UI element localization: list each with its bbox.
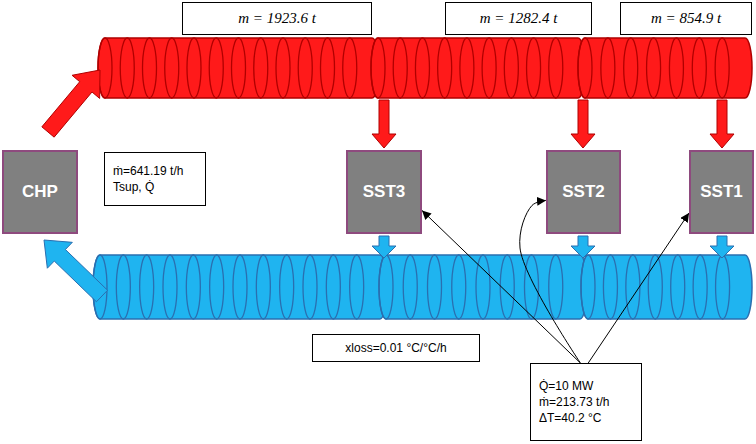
pipe-ring	[527, 38, 541, 98]
pipe-ring	[120, 38, 134, 98]
loss-label-box: xloss=0.01 °C/°C/h	[312, 334, 480, 362]
pipe-ring	[371, 38, 385, 98]
mass-label-box: m = 854.9 t	[620, 2, 752, 35]
pipe-ring	[428, 255, 442, 319]
pipe-ring	[452, 255, 466, 319]
substation-box: SST2	[546, 150, 621, 234]
pipe-ring	[692, 38, 706, 98]
pipe-body	[581, 255, 752, 319]
pipe-body	[578, 38, 752, 98]
pipe-ring	[403, 255, 417, 319]
supply-flow-arrow	[372, 100, 396, 148]
pipe-ring	[482, 38, 496, 98]
pipe-ring	[210, 255, 224, 319]
pipe-ring	[671, 255, 685, 319]
pipe-ring	[350, 255, 364, 319]
pipe-ring	[504, 38, 518, 98]
pipe-ring	[143, 38, 157, 98]
pipe-ring	[321, 38, 335, 98]
pipe-ring	[624, 38, 638, 98]
pipe-ring	[298, 38, 312, 98]
pipe-ring	[693, 255, 707, 319]
pipe-ring	[187, 38, 201, 98]
pipe-ring	[303, 255, 317, 319]
pipe-body	[371, 38, 585, 98]
info-box: Q̇=10 MW ṁ=213.73 t/h ΔT=40.2 °C	[530, 363, 642, 441]
pipe-ring	[626, 255, 640, 319]
supply-pipe	[371, 38, 585, 98]
supply-flow-arrow	[710, 100, 734, 148]
pipe-body	[93, 255, 387, 319]
substation-box: SST1	[689, 150, 754, 234]
pipe-ring	[581, 255, 595, 319]
substation-box: SST3	[346, 150, 422, 234]
pipe-ring	[209, 38, 223, 98]
pipe-ring	[578, 38, 592, 98]
node-text: xloss=0.01 °C/°C/h	[345, 341, 446, 355]
pipe-ring	[716, 255, 730, 319]
pipe-ring	[186, 255, 200, 319]
pipe-body	[98, 38, 379, 98]
node-text: CHP	[22, 182, 58, 202]
pipe-ring	[415, 38, 429, 98]
pipe-ring	[233, 255, 247, 319]
pipe-ring	[603, 255, 617, 319]
pipe-ring	[549, 38, 563, 98]
node-text: m = 1923.6 t	[238, 10, 316, 27]
pipe-ring	[648, 255, 662, 319]
supply-pipe	[578, 38, 752, 98]
pipe-ring	[715, 38, 729, 98]
pipe-ring	[254, 38, 268, 98]
pipe-ring	[525, 255, 539, 319]
pipe-ring	[163, 255, 177, 319]
pipe-ring	[647, 38, 661, 98]
pipe-ring	[232, 38, 246, 98]
return-flow-arrow	[44, 240, 108, 302]
pipe-ring	[438, 38, 452, 98]
return-flow-arrow	[571, 236, 595, 258]
node-text: SST3	[363, 182, 406, 202]
pipe-ring	[280, 255, 294, 319]
pipe-ring	[379, 255, 393, 319]
pipe-body	[379, 255, 587, 319]
return-flow-arrow	[710, 236, 734, 258]
pipe-ring	[393, 38, 407, 98]
pipe-ring	[460, 38, 474, 98]
return-flow-arrow	[372, 236, 396, 258]
leader-arrow	[588, 213, 689, 363]
info-box: ṁ=641.19 t/h Tsup, Q̇	[104, 152, 206, 206]
return-pipe	[93, 255, 387, 319]
node-text: SST1	[700, 182, 743, 202]
node-text: Q̇=10 MW ṁ=213.73 t/h ΔT=40.2 °C	[539, 378, 619, 427]
pipe-ring	[669, 38, 683, 98]
pipe-ring	[549, 255, 563, 319]
supply-pipe	[98, 38, 379, 98]
plant-box: CHP	[2, 150, 78, 234]
node-text: m = 1282.4 t	[480, 10, 558, 27]
pipe-ring	[165, 38, 179, 98]
pipe-ring	[140, 255, 154, 319]
pipe-ring	[276, 38, 290, 98]
node-text: SST2	[562, 182, 605, 202]
pipe-ring	[116, 255, 130, 319]
pipe-ring	[326, 255, 340, 319]
pipe-ring	[601, 38, 615, 98]
pipe-ring	[343, 38, 357, 98]
return-pipe	[379, 255, 587, 319]
node-text: ṁ=641.19 t/h Tsup, Q̇	[113, 163, 193, 195]
supply-flow-arrow	[42, 70, 100, 137]
return-pipe	[581, 255, 752, 319]
pipe-ring	[500, 255, 514, 319]
mass-label-box: m = 1282.4 t	[445, 2, 592, 35]
pipe-ring	[256, 255, 270, 319]
supply-flow-arrow	[571, 100, 595, 148]
mass-label-box: m = 1923.6 t	[182, 2, 372, 35]
node-text: m = 854.9 t	[651, 10, 721, 27]
